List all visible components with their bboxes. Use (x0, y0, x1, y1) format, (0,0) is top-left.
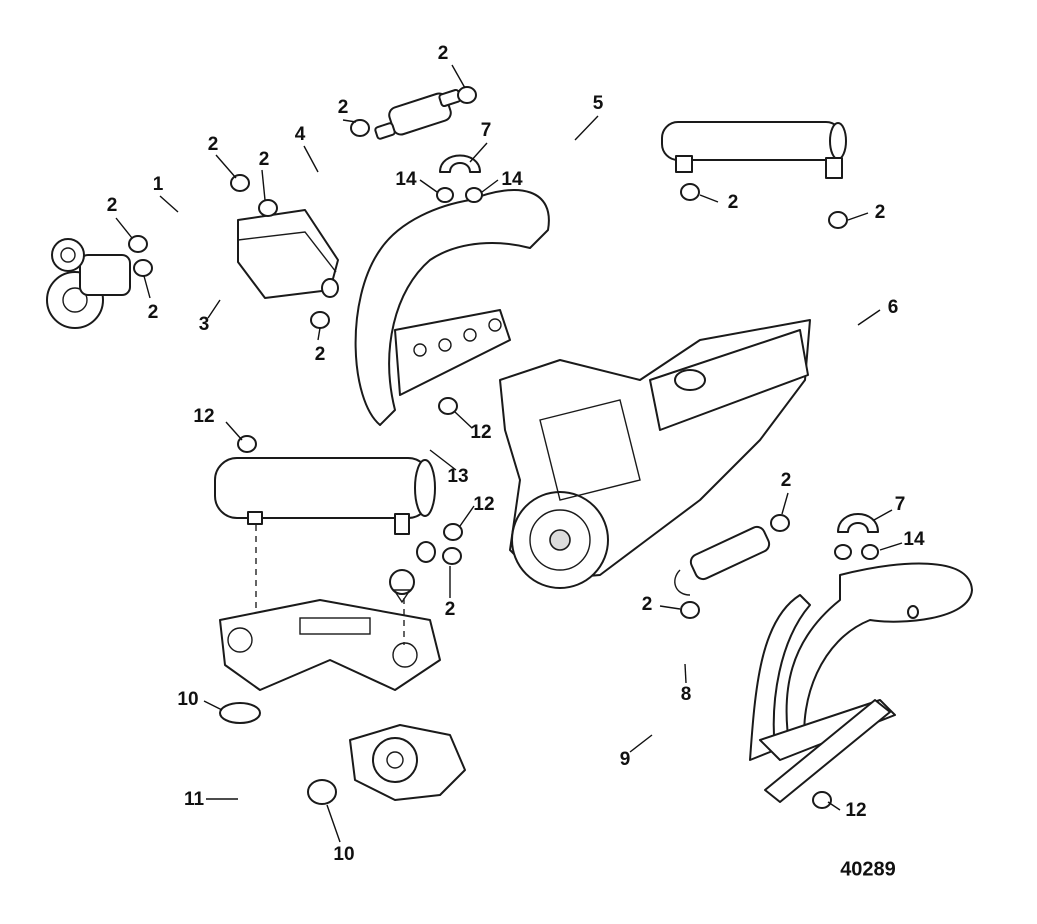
callout-10: 10 (333, 844, 354, 865)
callout-14: 14 (395, 169, 417, 190)
hose-6 (791, 233, 871, 524)
callout-2: 2 (445, 599, 456, 620)
callout-2: 2 (338, 97, 349, 118)
callout-4: 4 (295, 124, 306, 145)
hose-4 (275, 150, 363, 203)
callout-12: 12 (193, 406, 214, 427)
callout-2: 2 (148, 302, 159, 323)
callout-7: 7 (481, 120, 492, 141)
hose-11 (223, 731, 316, 829)
callout-2: 2 (728, 192, 739, 213)
callout-labels: 2 2 2 2 2 2 2 1 4 3 5 7 14 14 2 2 6 12 1… (107, 43, 925, 880)
callout-9: 9 (620, 749, 631, 770)
hose-8 (446, 559, 716, 667)
elbow-fitting-right (837, 513, 879, 533)
seawater-pump (46, 238, 131, 329)
callout-8: 8 (681, 684, 692, 705)
callout-12: 12 (470, 422, 491, 443)
hose-clamps (128, 86, 879, 809)
callout-7: 7 (895, 494, 906, 515)
hose-1 (150, 192, 218, 246)
hose-3 (154, 247, 306, 350)
callout-2: 2 (208, 134, 219, 155)
heat-exchanger-left (214, 457, 436, 563)
callout-2: 2 (642, 594, 653, 615)
exhaust-manifold-right (749, 562, 973, 803)
callout-10: 10 (177, 689, 198, 710)
callout-11: 11 (184, 789, 205, 810)
hose-9 (466, 536, 831, 827)
hose-13 (244, 399, 450, 470)
figure-number: 40289 (840, 858, 896, 880)
callout-2: 2 (875, 202, 886, 223)
heat-exchanger-top-right (661, 121, 847, 179)
engine-block (499, 319, 811, 589)
elbow-fitting-top (439, 154, 481, 173)
callout-14: 14 (501, 169, 523, 190)
callout-5: 5 (593, 93, 604, 114)
callout-2: 2 (781, 470, 792, 491)
callout-1: 1 (153, 174, 164, 195)
callout-2: 2 (259, 149, 270, 170)
callout-12: 12 (845, 800, 866, 821)
thermostat (389, 569, 415, 604)
hose-5 (471, 65, 710, 254)
callout-12: 12 (473, 494, 494, 515)
fuel-cooler-lower (674, 525, 771, 596)
thermostat-housing (219, 599, 441, 691)
circulating-water-pump (349, 724, 466, 801)
callout-14: 14 (903, 529, 925, 550)
callout-3: 3 (199, 314, 210, 335)
callout-6: 6 (888, 297, 899, 318)
leader-lines (115, 64, 903, 843)
fuel-cooler-top (374, 88, 462, 140)
callout-2: 2 (107, 195, 118, 216)
exhaust-manifold-left (354, 189, 550, 426)
callout-2: 2 (315, 344, 326, 365)
power-steering-cooler (237, 209, 339, 299)
callout-13: 13 (447, 466, 468, 487)
callout-2: 2 (438, 43, 449, 64)
